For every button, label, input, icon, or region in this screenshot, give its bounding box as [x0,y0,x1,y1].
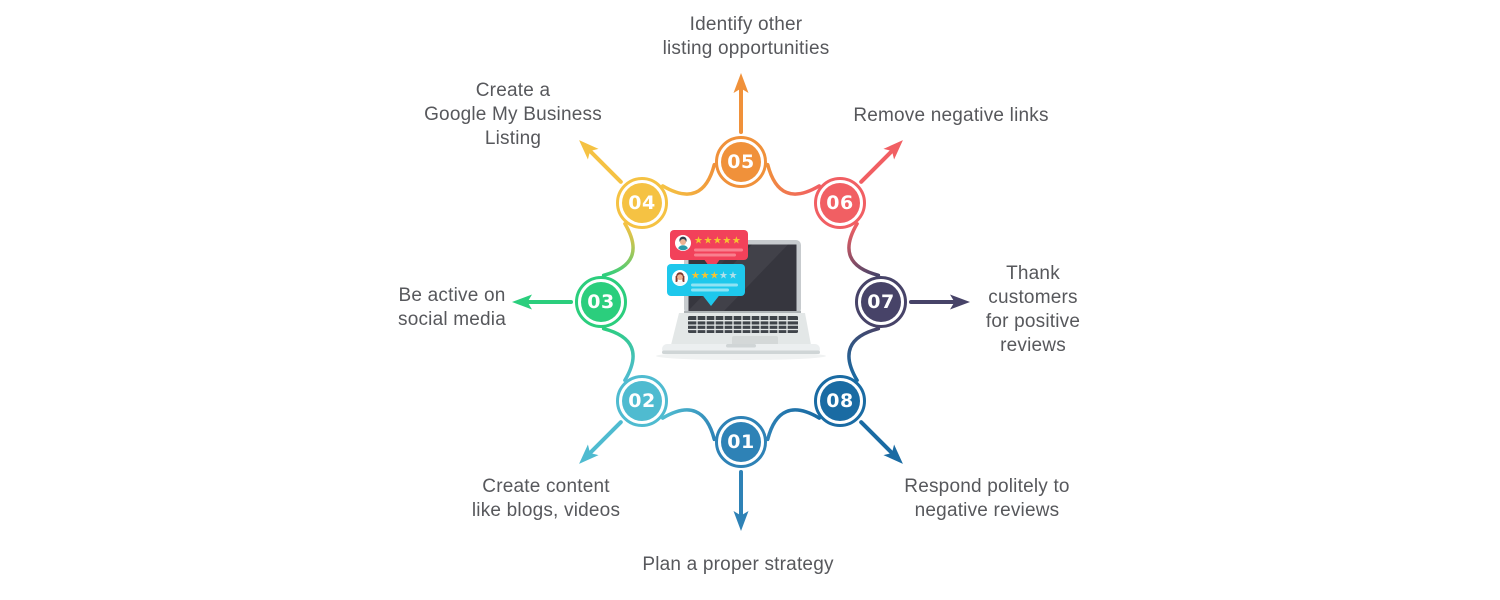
step-label-05: Identify other listing opportunities [662,14,830,59]
step-label-04: Create a Google My Business Listing [424,80,602,149]
arrow-step-04 [579,140,623,184]
connector-ring [601,162,881,442]
step-node-04: 04 [616,177,668,229]
step-node-03: 03 [575,276,627,328]
arrow-step-07 [909,294,970,310]
step-number: 05 [721,142,761,182]
step-number: 03 [581,282,621,322]
arrow-step-08 [859,420,903,464]
review-bubble-red: ★★★★★ [670,230,748,270]
step-node-07: 07 [855,276,907,328]
step-label-08: Respond politely to negative reviews [904,476,1070,521]
step-label-07: Thank customers for positive reviews [985,263,1081,356]
step-node-08: 08 [814,375,866,427]
step-number: 01 [721,422,761,462]
step-label-06: Remove negative links [853,105,1049,126]
step-node-06: 06 [814,177,866,229]
star-rating-icons: ★★★★★ [694,236,741,247]
review-bubble-cyan: ★★★ ★★ [667,264,745,306]
step-label-01: Plan a proper strategy [642,554,834,575]
arrow-step-06 [859,140,903,184]
laptop-keyboard [688,316,798,333]
star-rating-icons: ★★★ [691,271,719,282]
step-number: 06 [820,183,860,223]
star-rating-empty-icons: ★★ [719,271,738,282]
step-node-02: 02 [616,375,668,427]
step-node-01: 01 [715,416,767,468]
step-number: 02 [622,381,662,421]
step-number: 08 [820,381,860,421]
step-label-02: Create content like blogs, videos [471,476,621,521]
arrow-step-02 [579,420,623,464]
step-label-03: Be active on social media [397,285,507,330]
step-number: 07 [861,282,901,322]
arrow-step-05 [733,73,749,134]
arrow-step-03 [512,294,573,310]
step-number: 04 [622,183,662,223]
step-node-05: 05 [715,136,767,188]
arrow-step-01 [733,470,749,531]
step-arrows [512,73,970,531]
